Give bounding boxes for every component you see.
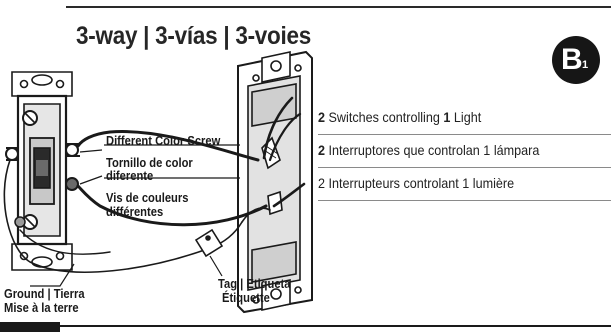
bottom-bar <box>0 322 611 332</box>
wire-tag-illustration <box>194 228 224 258</box>
description-french: 2 Interrupteurs controlant 1 lumière <box>318 175 515 191</box>
count-light: 1 <box>443 109 451 125</box>
page-title: 3-way | 3-vías | 3-voies <box>76 22 311 50</box>
circuit-description-list: 2 Switches controlling 1 Light 2 Interru… <box>318 104 611 203</box>
text-interruptores: Interruptores que controlan 1 lámpara <box>325 142 540 158</box>
divider <box>318 167 611 168</box>
label-ground-line2: Mise à la terre <box>4 300 79 315</box>
label-vis-line2: différentes <box>106 204 164 219</box>
bottom-bar-line <box>60 325 611 327</box>
wires <box>3 96 306 273</box>
bottom-bar-block <box>0 322 60 332</box>
count-switches: 2 <box>318 109 326 125</box>
badge-letter: B <box>561 43 583 76</box>
label-tornillo-line2: diferente <box>106 168 154 183</box>
step-badge-b1: B 1 <box>552 36 600 84</box>
text-light: Light <box>450 109 482 125</box>
three-way-switch-illustration <box>5 71 80 271</box>
label-vis-line1: Vis de couleurs <box>106 190 189 205</box>
description-english: 2 Switches controlling 1 Light <box>318 104 582 130</box>
divider <box>318 200 611 201</box>
label-tornillo-line1: Tornillo de color <box>106 155 193 170</box>
count-interruptores: 2 <box>318 142 326 158</box>
text-switches-controlling: Switches controlling <box>325 109 444 125</box>
badge-subscript: 1 <box>582 59 589 71</box>
description-spanish: 2 Interruptores que controlan 1 lámpara <box>318 137 582 163</box>
top-rule <box>66 6 611 8</box>
electrical-box-illustration <box>237 50 313 314</box>
label-tag-line1: Tag | Etiqueta <box>218 276 291 291</box>
label-different-color-screw: Different Color Screw <box>106 133 221 148</box>
label-tag-line2: Étiquette <box>222 290 270 305</box>
label-ground-line1: Ground | Tierra <box>4 286 85 301</box>
divider <box>318 134 611 135</box>
label-leader-lines <box>30 144 240 287</box>
